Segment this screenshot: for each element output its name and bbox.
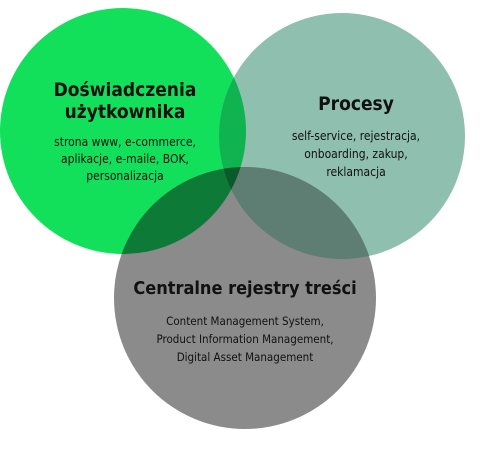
experience-desc-line3: personalizacja (86, 169, 163, 183)
registries-desc-line2: Product Information Management, (156, 332, 333, 346)
registries-desc-line1: Content Management System, (166, 314, 324, 328)
experience-desc-line2: aplikacje, e-maile, BOK, (61, 152, 189, 166)
experience-title-line1: Doświadczenia (54, 79, 197, 101)
overlap-experience-registries (114, 167, 246, 254)
overlap-processes-registries (219, 167, 376, 259)
registries-title: Centralne rejestry treści (133, 278, 356, 299)
processes-desc-line3: reklamacja (326, 165, 385, 179)
processes-title: Procesy (318, 93, 394, 115)
experience-title-line2: użytkownika (65, 101, 186, 123)
experience-desc-line1: strona www, e-commerce, (54, 135, 196, 149)
processes-desc-line2: onboarding, zakup, (304, 147, 407, 161)
processes-desc-line1: self-service, rejestracja, (292, 129, 420, 143)
registries-desc-line3: Digital Asset Management (177, 350, 314, 364)
